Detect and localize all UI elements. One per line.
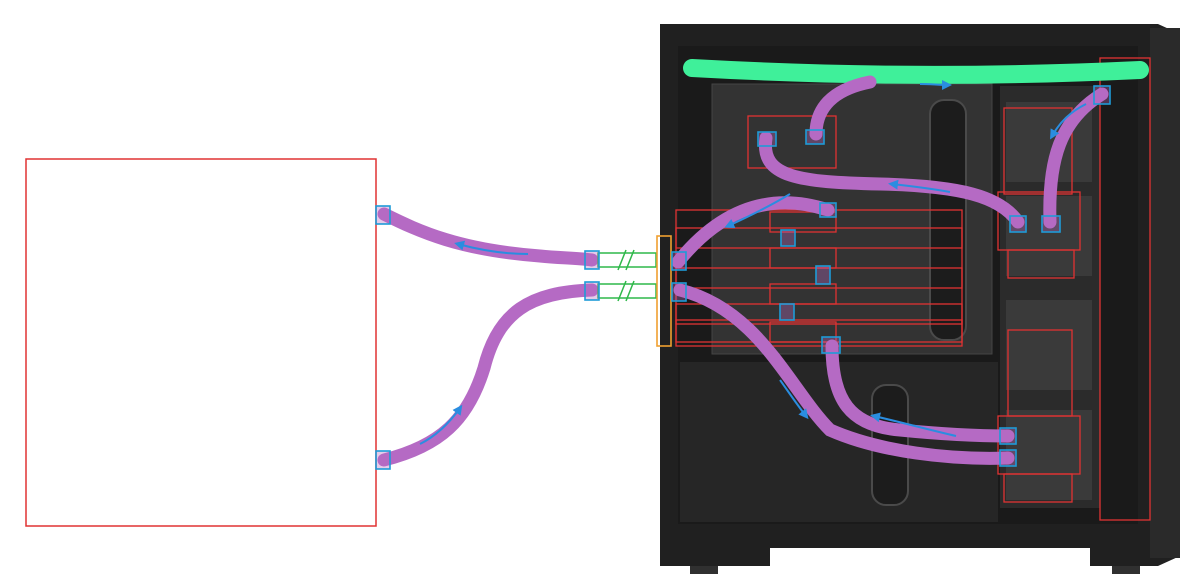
case-side-strip (1150, 28, 1180, 558)
fitting-upper (597, 252, 657, 268)
arrow-icon (419, 404, 463, 445)
cable-grommet-upper (929, 99, 967, 341)
connector-gpu-top (819, 202, 837, 218)
double-slash-icon (617, 249, 627, 271)
connector-pump-lower-top (999, 427, 1017, 445)
top-radiator (683, 59, 1149, 84)
fitting-lower (597, 283, 657, 299)
double-slash-icon (625, 249, 635, 271)
connector-front-top (1093, 85, 1111, 105)
case-foot-gap (770, 548, 1090, 572)
connector-gpu-a (780, 229, 796, 247)
connectors (375, 85, 1111, 470)
external-unit-box (25, 158, 377, 527)
gpu-block-outline-d (769, 321, 837, 343)
passthrough-fittings (597, 249, 657, 302)
tube-gpu-to-lower-pump (825, 339, 1015, 443)
drive-outline-upper-a (1003, 107, 1073, 195)
connector-external-bottom (375, 450, 391, 470)
front-radiator-outline (1099, 57, 1151, 521)
tube-gpu-top (671, 196, 835, 269)
arrow-icon (454, 240, 529, 255)
case-foot-right (1112, 566, 1140, 574)
arrow-icon (779, 379, 809, 420)
double-slash-icon (625, 280, 635, 302)
connector-cpu-left (757, 131, 777, 147)
tube-gpu-lower (673, 283, 1015, 465)
drive-outline-lower-a (1007, 329, 1073, 417)
gpu-block-outline-a (769, 211, 837, 233)
drive-bay-3 (1006, 300, 1092, 390)
drive-outline-lower-b (1003, 473, 1073, 503)
connector-pass-lower-left (584, 281, 600, 301)
cpu-block-outline (747, 115, 837, 169)
tube-cpu-to-pump (758, 131, 1025, 229)
tube-external-supply (377, 283, 599, 467)
connector-cpu-right (805, 129, 825, 145)
connector-pump-upper-right (1041, 215, 1061, 233)
flow-arrows (419, 79, 1087, 445)
double-slash-icon (617, 280, 627, 302)
connector-pass-upper-right (671, 251, 687, 271)
connector-gpu-b (815, 265, 831, 285)
drive-outline-upper-b (1007, 249, 1075, 279)
connector-gpu-bottom (821, 336, 841, 354)
connector-pump-upper-left (1009, 215, 1027, 233)
arrow-icon (870, 412, 957, 437)
coolant-tubes (377, 75, 1109, 467)
component-outlines (675, 57, 1151, 521)
case-foot-left (690, 566, 718, 574)
arrow-icon (888, 179, 951, 193)
connector-pass-upper-left (584, 250, 600, 270)
pc-case (660, 24, 1180, 574)
pci-bracket (656, 235, 672, 347)
arrow-icon (1050, 103, 1087, 140)
tube-pump-to-front (1043, 87, 1109, 229)
connector-external-top (375, 205, 391, 225)
tube-cpu-to-top (809, 75, 877, 141)
connector-pump-lower-bottom (999, 449, 1017, 467)
gpu-block-outline-c (769, 283, 837, 305)
arrow-icon (919, 79, 952, 90)
drive-bay-4 (1006, 410, 1092, 500)
arrow-icon (724, 193, 791, 229)
connector-gpu-c (779, 303, 795, 321)
gpu-block-outline-b (769, 247, 837, 269)
tube-external-return (377, 207, 599, 267)
connector-pass-lower-right (671, 282, 687, 302)
